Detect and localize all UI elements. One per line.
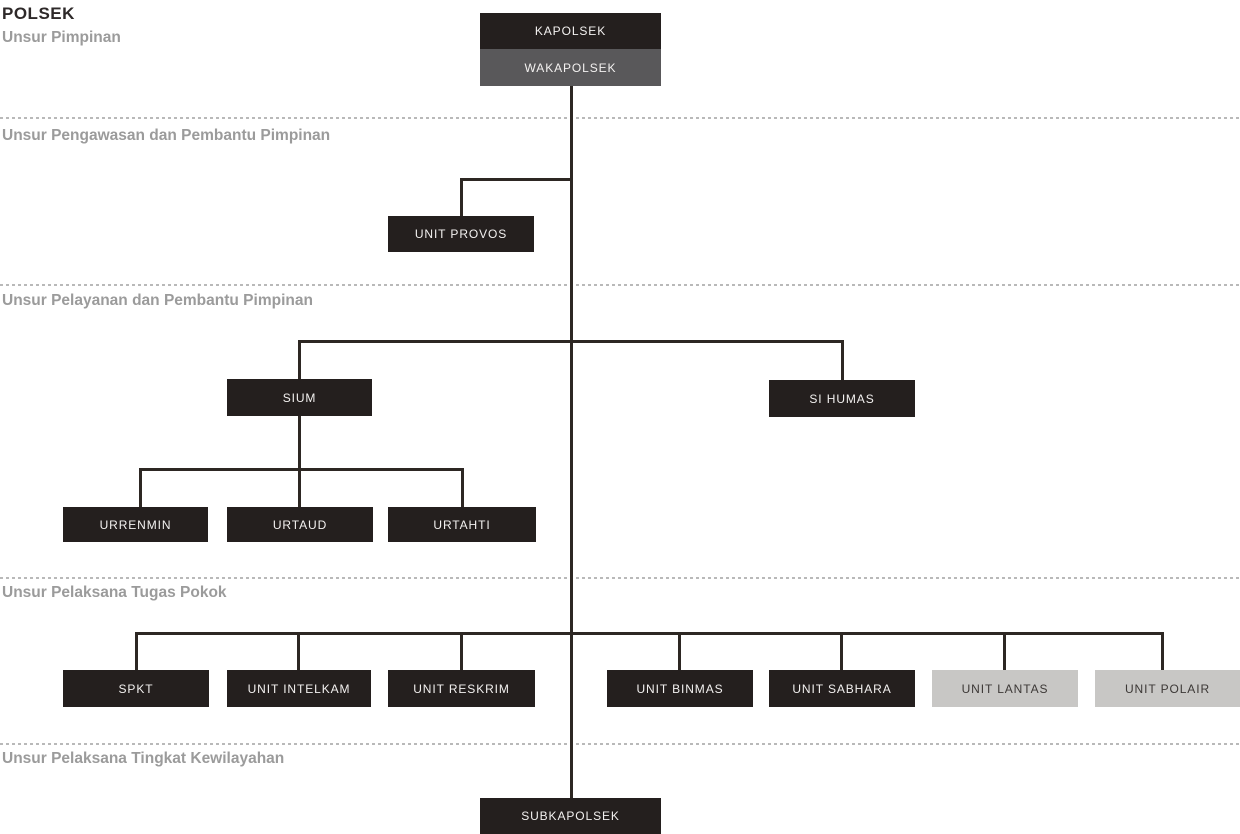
org-node-label: KAPOLSEK bbox=[534, 24, 607, 38]
section-label-tugas-pokok: Unsur Pelaksana Tugas Pokok bbox=[2, 584, 227, 601]
org-node-spkt: SPKT bbox=[63, 670, 209, 707]
connector-pelayanan-horizontal bbox=[298, 340, 844, 343]
connector-sabhara-drop bbox=[840, 632, 843, 670]
org-node-label: UNIT SABHARA bbox=[792, 681, 892, 696]
connector-provos-drop bbox=[460, 178, 463, 216]
connector-sium-children-horizontal bbox=[139, 468, 464, 471]
org-node-subkapolsek: SUBKAPOLSEK bbox=[480, 798, 661, 834]
org-node-urtahti: URTAHTI bbox=[388, 507, 536, 542]
org-node-si-humas: SI HUMAS bbox=[769, 380, 915, 417]
connector-binmas-drop bbox=[678, 632, 681, 670]
org-node-label: UNIT POLAIR bbox=[1124, 681, 1211, 696]
section-divider bbox=[0, 117, 1240, 119]
org-node-kapolsek: KAPOLSEK bbox=[480, 13, 661, 49]
org-node-label: URTAHTI bbox=[433, 517, 491, 532]
connector-polair-drop bbox=[1161, 632, 1164, 670]
org-node-urtaud: URTAUD bbox=[227, 507, 373, 542]
section-divider bbox=[0, 577, 1240, 579]
org-node-label: WAKAPOLSEK bbox=[524, 60, 617, 75]
org-node-label: UNIT INTELKAM bbox=[247, 681, 351, 696]
org-node-unit-lantas: UNIT LANTAS bbox=[932, 670, 1078, 707]
connector-sium-drop bbox=[298, 340, 301, 379]
section-label-pengawasan: Unsur Pengawasan dan Pembantu Pimpinan bbox=[2, 127, 331, 144]
connector-lantas-drop bbox=[1003, 632, 1006, 670]
org-node-wakapolsek: WAKAPOLSEK bbox=[480, 49, 661, 86]
connector-urrenmin-drop bbox=[139, 468, 142, 507]
connector-urtaud-drop bbox=[298, 468, 301, 507]
org-node-unit-provos: UNIT PROVOS bbox=[388, 216, 534, 252]
section-divider bbox=[0, 284, 1240, 286]
org-node-label: UNIT BINMAS bbox=[636, 681, 724, 696]
connector-provos-horizontal bbox=[460, 178, 573, 181]
org-node-label: SPKT bbox=[118, 681, 154, 696]
connector-urtahti-drop bbox=[461, 468, 464, 507]
org-node-unit-binmas: UNIT BINMAS bbox=[607, 670, 753, 707]
page-title: POLSEK bbox=[2, 4, 75, 23]
org-node-unit-sabhara: UNIT SABHARA bbox=[769, 670, 915, 707]
org-node-label: URRENMIN bbox=[99, 517, 172, 532]
org-node-unit-polair: UNIT POLAIR bbox=[1095, 670, 1240, 707]
org-node-sium: SIUM bbox=[227, 379, 372, 416]
org-node-label: URTAUD bbox=[272, 517, 328, 532]
connector-main-trunk bbox=[570, 86, 573, 798]
org-node-label: UNIT LANTAS bbox=[961, 681, 1049, 696]
org-node-label: SI HUMAS bbox=[809, 391, 875, 406]
section-label-pelayanan: Unsur Pelayanan dan Pembantu Pimpinan bbox=[2, 292, 313, 309]
org-node-label: UNIT PROVOS bbox=[414, 227, 508, 241]
connector-sihumas-drop bbox=[841, 340, 844, 380]
section-label-pimpinan: Unsur Pimpinan bbox=[2, 29, 121, 46]
connector-reskrim-drop bbox=[460, 632, 463, 670]
connector-tugas-pokok-horizontal bbox=[135, 632, 1164, 635]
section-label-kewilayahan: Unsur Pelaksana Tingkat Kewilayahan bbox=[2, 750, 285, 767]
connector-sium-down bbox=[298, 416, 301, 468]
section-divider bbox=[0, 743, 1240, 745]
connector-spkt-drop bbox=[135, 632, 138, 670]
org-node-unit-reskrim: UNIT RESKRIM bbox=[388, 670, 535, 707]
org-node-urrenmin: URRENMIN bbox=[63, 507, 208, 542]
org-node-label: SIUM bbox=[282, 390, 317, 405]
connector-intelkam-drop bbox=[297, 632, 300, 670]
org-node-label: SUBKAPOLSEK bbox=[521, 809, 620, 823]
org-node-unit-intelkam: UNIT INTELKAM bbox=[227, 670, 371, 707]
org-node-label: UNIT RESKRIM bbox=[413, 681, 510, 696]
